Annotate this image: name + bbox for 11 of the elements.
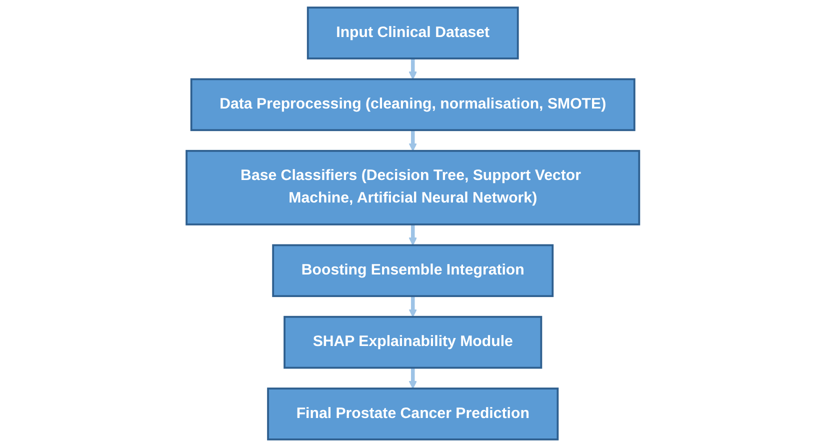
node-box: Base Classifiers (Decision Tree, Support Vector Machine, Artificial Neural Network): [185, 150, 640, 226]
node-box: Input Clinical Dataset: [306, 6, 518, 60]
node-box: Boosting Ensemble Integration: [272, 244, 554, 298]
arrow: [408, 130, 417, 152]
node-box: Data Preprocessing (cleaning, normalisation, SMOTE): [190, 78, 635, 132]
arrow: [408, 224, 417, 246]
node-box: SHAP Explainability Module: [283, 316, 542, 369]
arrow: [408, 296, 417, 318]
arrow: [408, 58, 417, 80]
node-box: Final Prostate Cancer Prediction: [266, 388, 558, 440]
arrow: [408, 368, 417, 389]
